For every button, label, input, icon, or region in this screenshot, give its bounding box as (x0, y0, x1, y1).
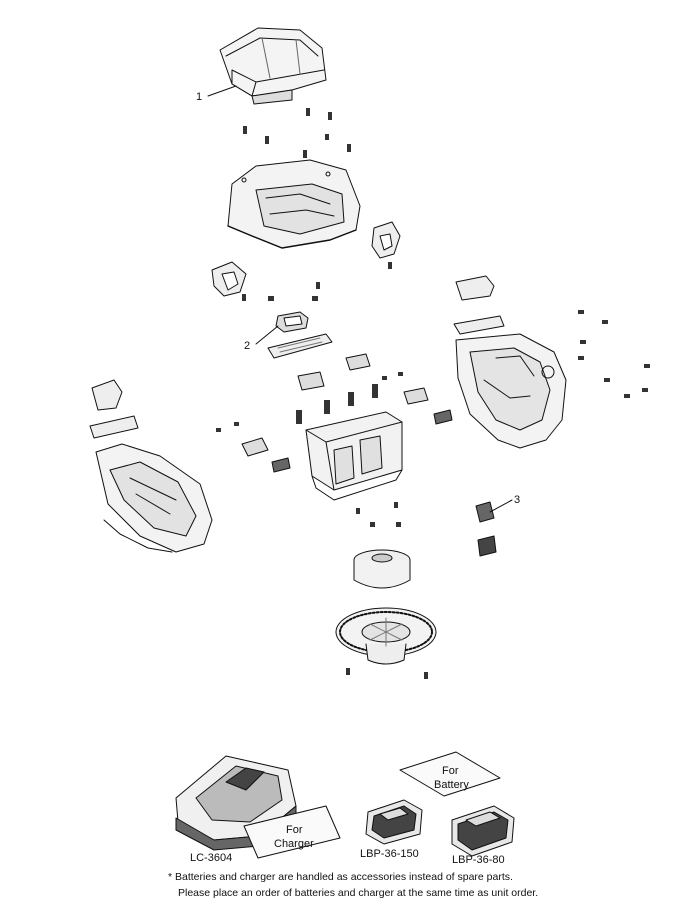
connectors (271, 409, 453, 473)
accessory-note-line2: Please place an order of batteries and c… (178, 887, 539, 899)
battery-card-line1: For (442, 765, 459, 777)
left-housing (95, 443, 213, 553)
charger-card-line1: For (286, 824, 303, 836)
right-pad (453, 315, 505, 335)
charger-model-label: LC-3604 (190, 852, 232, 864)
springs (296, 384, 378, 424)
charger-card-line2: Charger (274, 838, 314, 850)
misc-screws (216, 372, 403, 432)
left-side-clip (211, 261, 247, 297)
left-pad (89, 415, 139, 439)
accessory-note-line1: * Batteries and charger are handled as a… (168, 871, 513, 883)
leader-line-3 (489, 499, 513, 513)
callout-3: 3 (514, 494, 520, 506)
disc-screws (346, 668, 428, 679)
right-top-block (455, 275, 495, 301)
right-side-clip (371, 221, 401, 259)
charger-card (243, 805, 341, 859)
battery-large-model-label: LBP-36-80 (452, 854, 505, 866)
battery-holder (305, 411, 403, 501)
left-top-block (91, 379, 123, 411)
leader-line-1 (207, 85, 237, 97)
leader-line-2 (255, 325, 279, 345)
right-housing (455, 333, 567, 449)
motor-screws (356, 502, 401, 527)
callout-2: 2 (244, 340, 250, 352)
motor (353, 549, 411, 589)
blade-disc (335, 607, 437, 665)
battery-large-illustration (451, 805, 515, 857)
switch-frame (267, 333, 333, 359)
cover-screws (243, 108, 351, 158)
top-cover (219, 27, 327, 105)
battery-small-model-label: LBP-36-150 (360, 848, 419, 860)
upper-housing (227, 159, 361, 249)
small-blocks (241, 353, 429, 457)
battery-card (399, 751, 501, 797)
battery-small-illustration (365, 799, 423, 845)
right-screws (578, 310, 650, 398)
switch-module (275, 311, 309, 333)
small-connector (475, 501, 497, 557)
clip-screws (242, 262, 392, 301)
callout-1: 1 (196, 91, 202, 103)
battery-card-line2: Battery (434, 779, 469, 791)
